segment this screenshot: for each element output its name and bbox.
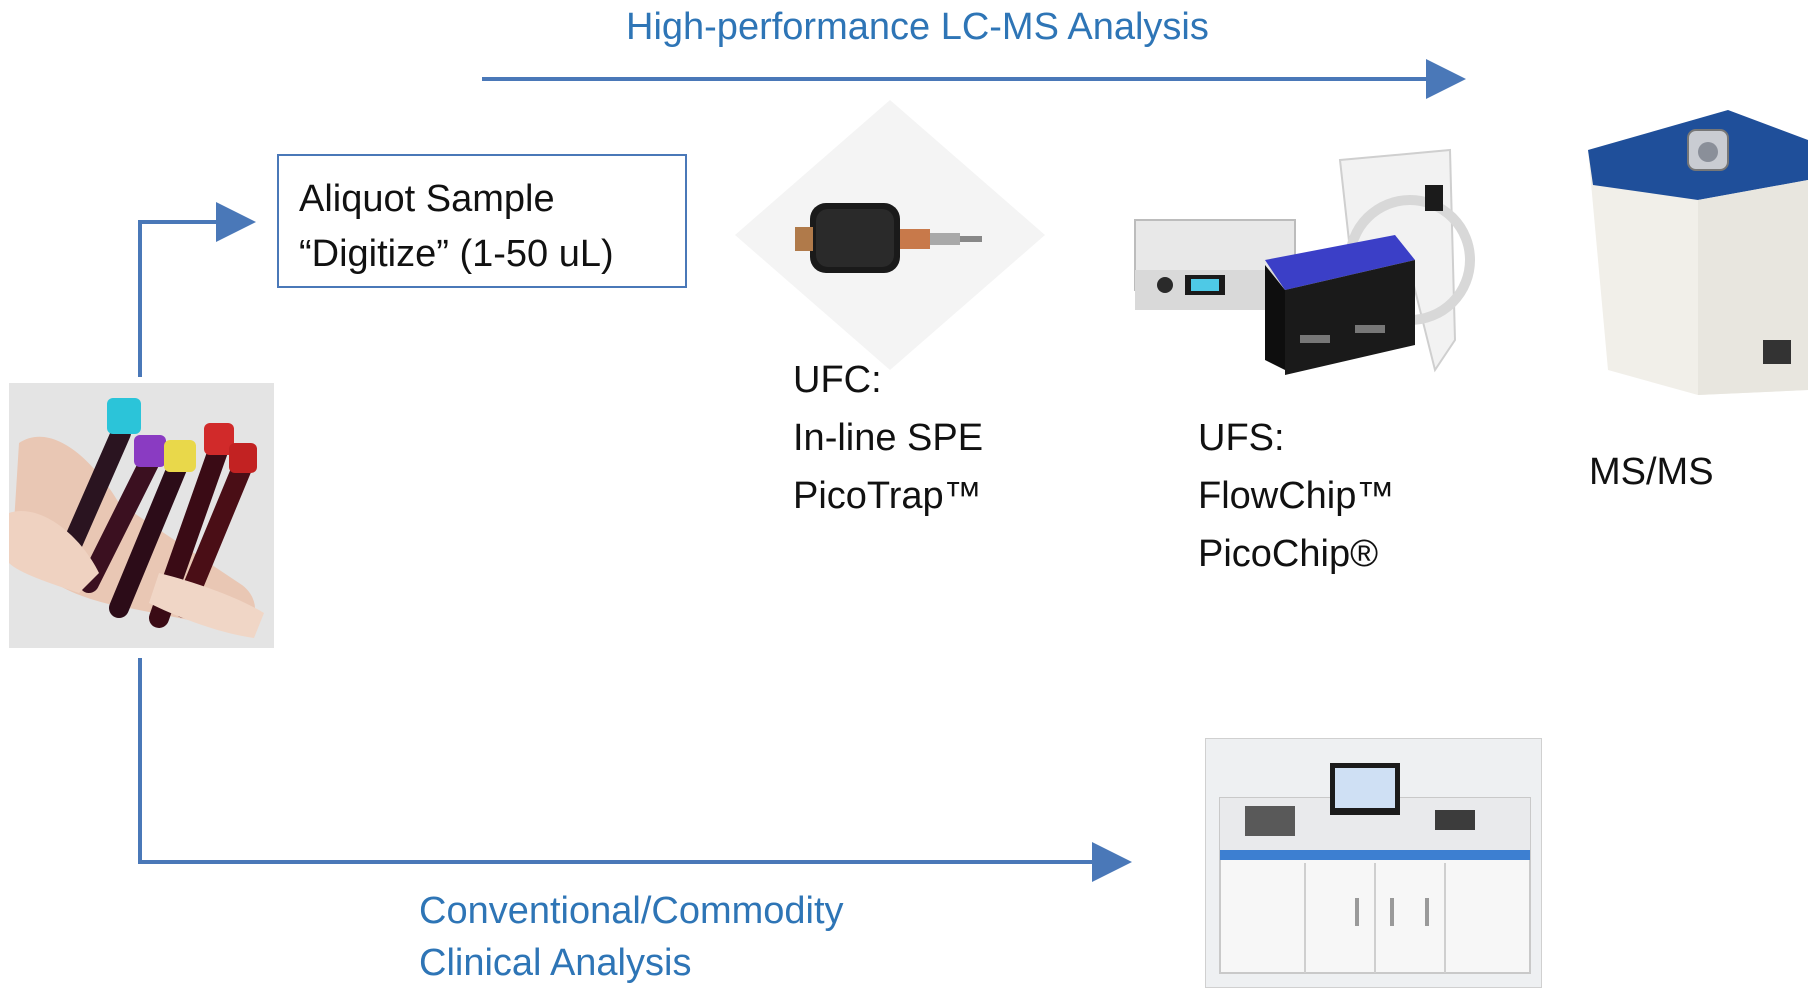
aliquot-arrow bbox=[138, 202, 256, 377]
ms-label: MS/MS bbox=[1589, 451, 1714, 493]
bottom-flow-label: Conventional/Commodity Clinical Analysis bbox=[419, 890, 844, 984]
aliquot-sample-box: Aliquot Sample “Digitize” (1-50 uL) bbox=[277, 154, 687, 288]
ufs-label: UFS: FlowChip™ PicoChip® bbox=[1198, 417, 1395, 575]
clinical-analyzer-image bbox=[1205, 738, 1542, 988]
ufc-label: UFC: In-line SPE PicoTrap™ bbox=[793, 359, 984, 517]
picotrap-cartridge-image bbox=[735, 100, 1045, 370]
flowchip-device-image bbox=[1125, 140, 1475, 398]
bottom-flow-arrow bbox=[138, 658, 1132, 882]
hand-holding-blood-tubes-image bbox=[9, 383, 274, 648]
mass-spectrometer-image bbox=[1578, 90, 1812, 410]
top-flow-label: High-performance LC-MS Analysis bbox=[626, 6, 1209, 48]
